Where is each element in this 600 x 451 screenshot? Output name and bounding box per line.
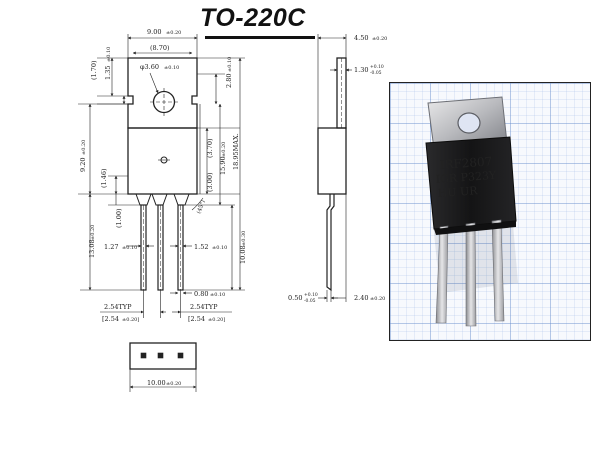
dim-pitch-2: 2.54TYP	[190, 303, 218, 311]
dim-lead-length: 13.08	[88, 239, 96, 258]
body-outline	[127, 127, 198, 195]
dim-1-46: (1.46)	[100, 168, 108, 188]
dim-lead-length-tol: ±0.20	[90, 225, 96, 240]
dim-pitch-1-b: [2.54	[102, 315, 119, 323]
photo-illustration: IRF2807 IGR P323Y HU UR	[390, 83, 590, 340]
photo-marking-1: IRF2807	[439, 154, 492, 172]
dim-side-tab-thk-tol-m: -0.05	[370, 70, 382, 76]
dim-tab-width: (8.70)	[150, 44, 170, 52]
dim-pitch-2-tol: ±0.20]	[208, 317, 225, 323]
dim-bottom-width: 10.00	[147, 379, 166, 387]
dim-lead-thk: 0.80	[194, 290, 208, 298]
dim-bottom-width-tol: ±0.20	[166, 381, 181, 387]
dim-18-95: 18.95MAX.	[232, 133, 240, 170]
photo-lead-3	[491, 219, 505, 322]
photo-lead-1	[435, 225, 449, 324]
dim-side-tab-thk: 1.30	[354, 66, 368, 74]
dim-lead-thk-tol: ±0.10	[210, 292, 225, 298]
dim-tab-notch: 1.35	[104, 66, 112, 80]
dim-15-90: 15.90	[219, 156, 227, 175]
photo-marking-3: HU UR	[437, 184, 478, 200]
dim-body-height-tol: ±0.20	[81, 140, 87, 155]
dim-lead-width-1-tol: ±0.10	[122, 245, 137, 251]
dim-tab-notch-tol: ±0.10	[106, 47, 112, 62]
dim-45: (45°)	[195, 199, 206, 215]
front-view-labels: 9.00 ±0.20 (8.70) φ3.60 ±0.10 (1.70) 1.3…	[79, 28, 247, 323]
dim-10-08: 10.08	[239, 245, 247, 264]
title-underline	[205, 36, 315, 39]
dim-side-lead-thk-tol-p: +0.10	[304, 292, 318, 298]
side-body	[317, 127, 347, 195]
dim-hole-dia: φ3.60	[140, 63, 159, 71]
dim-10-08-tol: ±0.30	[241, 231, 247, 246]
dim-pitch-1-tol: ±0.20]	[122, 317, 139, 323]
dim-side-lead-offset: 2.40	[354, 294, 368, 302]
dim-pitch-1: 2.54TYP	[104, 303, 132, 311]
side-view-labels: 4.50 ±0.20 1.30 +0.10 -0.05 0.50 +0.10 -…	[288, 34, 387, 304]
dim-hole-offset-tol: ±0.10	[227, 57, 233, 72]
dim-15-90-tol: ±0.20	[221, 142, 227, 157]
dim-top-width: 9.00	[147, 28, 161, 36]
dim-side-tab-thk-tol-p: +0.10	[370, 64, 384, 70]
dim-hole-offset: 2.80	[225, 74, 233, 88]
dim-pitch-2-b: [2.54	[188, 315, 205, 323]
side-lead	[326, 194, 335, 292]
bottom-view	[129, 342, 197, 392]
dim-side-lead-thk: 0.50	[288, 294, 302, 302]
dim-body-height: 9.20	[79, 158, 87, 172]
photo-lead-2	[465, 222, 477, 327]
dim-3-70: (3.70)	[206, 138, 214, 158]
side-view	[317, 34, 352, 302]
dim-side-width-tol: ±0.20	[372, 36, 387, 42]
component-photo: IRF2807 IGR P323Y HU UR	[389, 82, 591, 341]
dim-top-width-tol: ±0.20	[166, 30, 181, 36]
dim-tab-height-paren: (1.70)	[90, 60, 98, 80]
bottom-body	[129, 342, 197, 370]
dim-3-00: (3.00)	[206, 172, 214, 192]
dim-side-width: 4.50	[354, 34, 368, 42]
photo-marking-2: IGR P323Y	[435, 169, 497, 186]
dim-hole-dia-tol: ±0.10	[164, 65, 179, 71]
dim-lead-width-2-tol: ±0.10	[212, 245, 227, 251]
dim-lead-width-1: 1.27	[104, 243, 118, 251]
photo-hole	[457, 112, 481, 134]
side-tab	[336, 57, 347, 129]
dim-1-00: (1.00)	[115, 208, 123, 228]
dim-lead-width-2: 1.52	[194, 243, 208, 251]
bottom-view-labels: 10.00 ±0.20	[147, 379, 181, 387]
package-title: TO-220C	[200, 4, 306, 32]
front-view	[78, 34, 245, 318]
tab-outline	[127, 57, 198, 129]
dim-side-lead-thk-tol-m: -0.05	[304, 298, 316, 304]
dim-side-lead-offset-tol: ±0.20	[370, 296, 385, 302]
